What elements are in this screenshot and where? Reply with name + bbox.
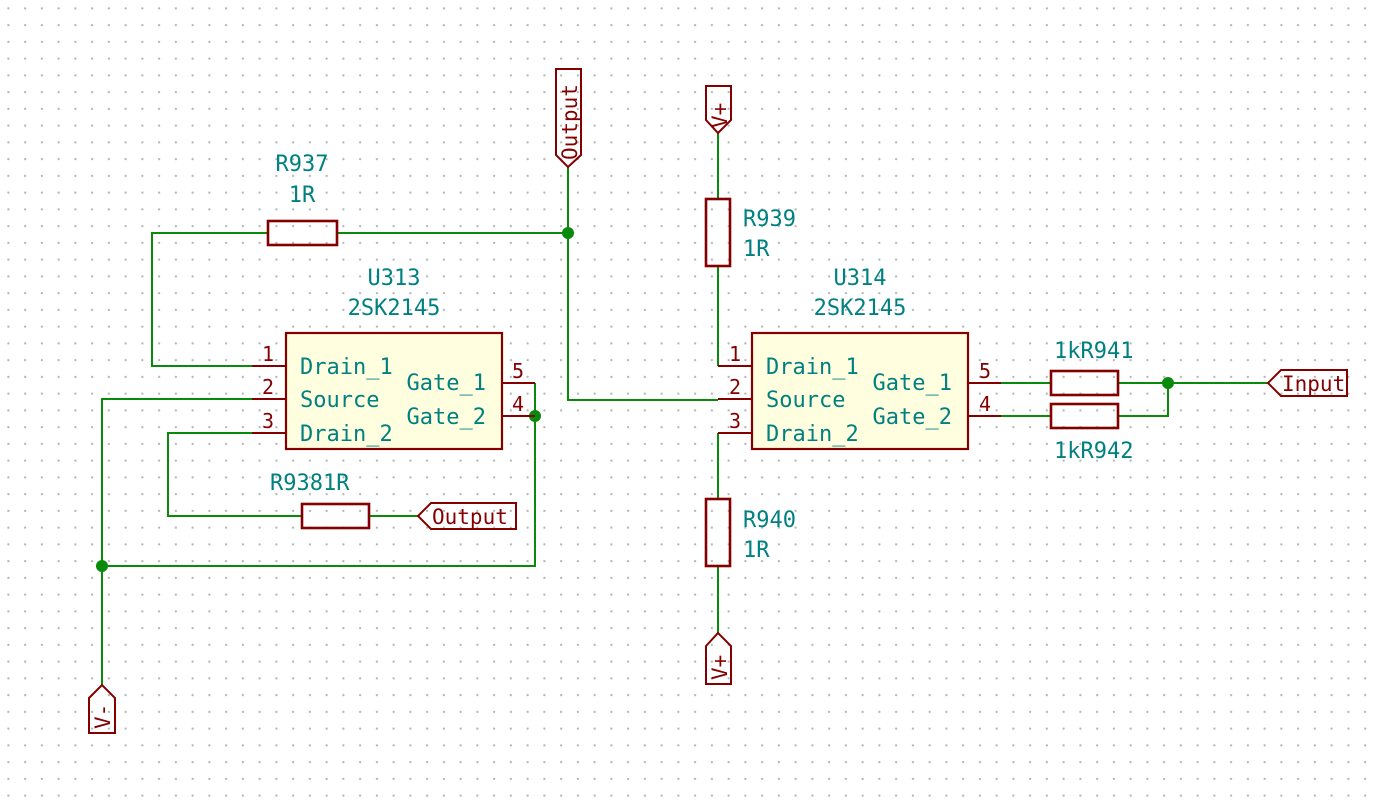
u313-pin-drain1: Drain_1: [300, 355, 393, 380]
wire-r937-left: [151, 232, 268, 367]
u313-symbol[interactable]: U313 2SK2145 Drain_1 Source Drain_2 Gate…: [252, 266, 535, 451]
u313-pinnum-2: 2: [262, 375, 274, 399]
junction-input: [1162, 377, 1174, 389]
resistor-r937[interactable]: R937 1R: [266, 152, 339, 247]
u314-symbol[interactable]: U314 2SK2145 Drain_1 Source Drain_2 Gate…: [718, 266, 1001, 451]
wires: [101, 133, 1268, 685]
u313-value: 2SK2145: [348, 296, 441, 321]
r942-ref: R942: [1081, 439, 1134, 464]
net-label-vminus[interactable]: V-: [88, 683, 116, 734]
r942-value: 1k: [1054, 439, 1081, 464]
svg-text:1kR942: 1kR942: [1054, 439, 1133, 464]
u314-pin-gate2: Gate_2: [873, 405, 952, 430]
wire-output-net: [567, 167, 718, 401]
resistor-r940[interactable]: R940 1R: [704, 497, 796, 568]
u314-pin-drain1: Drain_1: [766, 355, 859, 380]
r940-ref: R940: [743, 508, 796, 533]
r938-value: 1R: [323, 471, 350, 496]
net-label-vplus-top[interactable]: V+: [705, 85, 732, 135]
u314-pinnum-2: 2: [729, 375, 741, 399]
vplus-bottom-text: V+: [708, 655, 732, 680]
resistor-r939[interactable]: R939 1R: [704, 197, 796, 268]
input-text: Input: [1282, 372, 1345, 396]
resistor-r941[interactable]: 1kR941: [1049, 339, 1133, 397]
wire-u313-drain2: [167, 432, 302, 517]
svg-text:R9381R: R9381R: [270, 471, 350, 496]
r937-value: 1R: [289, 183, 316, 208]
u314-pin-gate1: Gate_1: [873, 371, 952, 396]
u314-pin-drain2: Drain_2: [766, 422, 859, 447]
resistor-r938[interactable]: R9381R: [270, 471, 371, 530]
r939-ref: R939: [743, 207, 796, 232]
u314-value: 2SK2145: [814, 296, 907, 321]
resistor-r942[interactable]: 1kR942: [1049, 402, 1133, 464]
u313-pin-source: Source: [300, 388, 379, 413]
u314-pinnum-5: 5: [979, 359, 991, 383]
output-mid-text: Output: [432, 505, 508, 529]
vminus-text: V-: [91, 704, 115, 729]
net-label-output-top[interactable]: Output: [555, 68, 582, 169]
u313-pinnum-4: 4: [512, 392, 524, 416]
u313-ref: U313: [368, 266, 421, 291]
u313-pinnum-5: 5: [512, 359, 524, 383]
u314-ref: U314: [834, 266, 887, 291]
r941-ref: R941: [1081, 339, 1134, 364]
r940-value: 1R: [743, 538, 770, 563]
wire-vminus-rail: [102, 416, 536, 567]
net-label-output-mid[interactable]: Output: [416, 502, 517, 530]
junction-vminus: [96, 560, 108, 572]
net-label-input[interactable]: Input: [1266, 369, 1348, 397]
u313-pinnum-1: 1: [262, 342, 274, 366]
output-top-text: Output: [558, 84, 582, 160]
r938-ref: R938: [270, 471, 323, 496]
u313-pin-gate2: Gate_2: [407, 405, 486, 430]
net-label-vplus-bottom[interactable]: V+: [705, 631, 732, 685]
u314-pin-source: Source: [766, 388, 845, 413]
wire-u313-source: [101, 398, 252, 566]
r937-ref: R937: [276, 152, 329, 177]
r941-value: 1k: [1054, 339, 1081, 364]
u313-pinnum-3: 3: [262, 409, 274, 433]
u313-body: [284, 331, 504, 451]
svg-text:1kR941: 1kR941: [1054, 339, 1133, 364]
wire-r942-input: [1118, 383, 1169, 417]
u314-pinnum-4: 4: [979, 392, 991, 416]
r939-value: 1R: [743, 237, 770, 262]
u313-pin-gate1: Gate_1: [407, 371, 486, 396]
u314-body: [750, 331, 970, 451]
u313-pin-drain2: Drain_2: [300, 422, 393, 447]
vplus-top-text: V+: [708, 103, 732, 128]
junction-output: [562, 227, 574, 239]
u314-pinnum-3: 3: [729, 409, 741, 433]
u314-pinnum-1: 1: [729, 342, 741, 366]
